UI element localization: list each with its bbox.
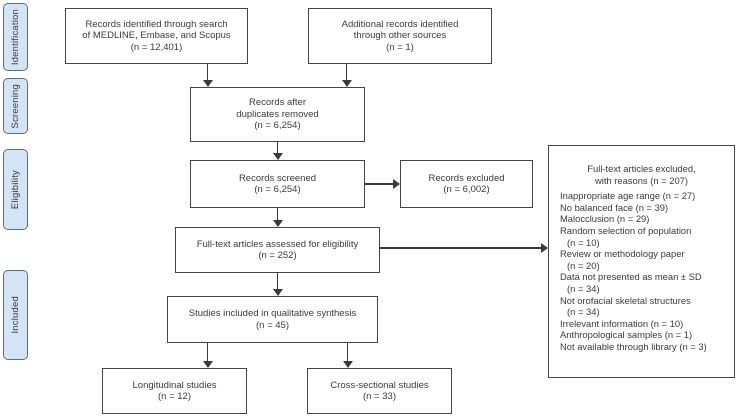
arrow-head-down-icon bbox=[202, 80, 213, 87]
box-text-line: (n = 6,002) bbox=[443, 184, 490, 195]
arrow-qualitative-to-crosssectional bbox=[342, 343, 353, 368]
box-text-line: (n = 33) bbox=[362, 391, 396, 402]
exclusion-reason: Irrelevant information (n = 10) bbox=[560, 317, 684, 329]
box-text-line: Additional records identified bbox=[341, 18, 459, 30]
box-after-duplicates-removed: Records after duplicates removed (n = 6,… bbox=[190, 87, 365, 142]
arrow-line bbox=[276, 273, 279, 290]
arrow-line bbox=[206, 64, 209, 81]
box-qualitative-synthesis: Studies included in qualitative synthesi… bbox=[167, 296, 378, 343]
box-records-excluded: Records excluded (n = 6,002) bbox=[400, 160, 533, 208]
box-records-screened: Records screened (n = 6,254) bbox=[190, 160, 365, 208]
arrow-head-down-icon bbox=[202, 361, 213, 368]
exclusion-reason: Malocclusion (n = 29) bbox=[560, 213, 650, 225]
arrow-line bbox=[346, 343, 349, 362]
arrow-other-to-duplicates bbox=[341, 64, 352, 87]
arrow-fulltext-to-reasons bbox=[380, 243, 548, 253]
box-text-line: Records identified through search bbox=[85, 18, 228, 30]
stage-label-text: Eligibility bbox=[10, 169, 21, 210]
box-fulltext-assessed: Full-text articles assessed for eligibil… bbox=[175, 227, 380, 273]
box-text-line: of MEDLINE, Embase, and Scopus bbox=[82, 30, 231, 42]
box-text-line: Studies included in qualitative synthesi… bbox=[188, 308, 357, 319]
stage-label-text: Screening bbox=[10, 83, 21, 129]
box-additional-records: Additional records identified through ot… bbox=[308, 8, 492, 64]
arrow-search-to-duplicates bbox=[202, 64, 213, 87]
box-text-line: Longitudinal studies bbox=[132, 379, 217, 391]
exclusion-heading-line: with reasons (n = 207) bbox=[594, 174, 689, 186]
arrow-screened-to-fulltext bbox=[272, 208, 283, 227]
exclusion-reason: Data not presented as mean ± SD (n = 34) bbox=[560, 271, 702, 294]
box-text-line: Cross-sectional studies bbox=[330, 379, 429, 391]
box-longitudinal-studies: Longitudinal studies (n = 12) bbox=[102, 368, 247, 414]
exclusion-reason: Random selection of population (n = 10) bbox=[560, 224, 692, 248]
box-cross-sectional-studies: Cross-sectional studies (n = 33) bbox=[307, 368, 452, 414]
arrow-line bbox=[276, 142, 279, 154]
arrow-line bbox=[345, 64, 348, 81]
exclusion-reason: Review or methodology paper (n = 20) bbox=[560, 248, 685, 271]
stage-label-identification: Identification bbox=[3, 3, 28, 71]
exclusion-heading: Full-text articles excluded, with reason… bbox=[549, 146, 734, 186]
box-text-line: (n = 45) bbox=[255, 319, 289, 331]
arrow-fulltext-to-qualitative bbox=[272, 273, 283, 296]
stage-label-included: Included bbox=[3, 270, 28, 360]
arrow-qualitative-to-longitudinal bbox=[202, 343, 213, 368]
arrow-head-right-icon bbox=[541, 243, 548, 253]
exclusion-reason: Anthropological samples (n = 1) bbox=[560, 329, 693, 341]
box-fulltext-excluded-reasons: Full-text articles excluded, with reason… bbox=[548, 145, 735, 378]
arrow-head-down-icon bbox=[272, 153, 283, 160]
box-text-line: Records after bbox=[248, 97, 307, 109]
exclusion-reason: Not available through library (n = 3) bbox=[560, 340, 707, 352]
box-text-line: Records excluded bbox=[428, 172, 505, 184]
box-text-line: (n = 12,401) bbox=[130, 41, 183, 53]
exclusion-reason-list: Inappropriate age range (n = 27) No bala… bbox=[549, 190, 734, 352]
box-text-line: Records screened bbox=[238, 172, 317, 184]
arrow-screened-to-excluded bbox=[365, 179, 400, 189]
stage-label-eligibility: Eligibility bbox=[3, 149, 28, 230]
stage-label-text: Identification bbox=[10, 8, 21, 66]
arrow-line bbox=[365, 183, 394, 185]
arrow-line bbox=[206, 343, 209, 362]
arrow-line bbox=[276, 208, 279, 221]
stage-label-text: Included bbox=[10, 296, 21, 334]
arrow-head-down-icon bbox=[342, 361, 353, 368]
exclusion-heading-line: Full-text articles excluded, bbox=[587, 163, 696, 174]
box-text-line: (n = 252) bbox=[258, 250, 297, 261]
exclusion-reason: No balanced face (n = 39) bbox=[560, 201, 669, 213]
arrow-duplicates-to-screened bbox=[272, 142, 283, 160]
stage-label-screening: Screening bbox=[3, 78, 28, 134]
box-text-line: (n = 6,254) bbox=[254, 120, 301, 132]
exclusion-reason: Inappropriate age range (n = 27) bbox=[560, 190, 696, 202]
box-text-line: duplicates removed bbox=[236, 108, 319, 120]
arrow-line bbox=[380, 247, 542, 249]
exclusion-reason: Not orofacial skeletal structures (n = 3… bbox=[560, 294, 691, 318]
box-text-line: (n = 6,254) bbox=[254, 184, 301, 195]
box-text-line: (n = 1) bbox=[386, 41, 414, 53]
arrow-head-down-icon bbox=[272, 289, 283, 296]
arrow-head-down-icon bbox=[272, 220, 283, 227]
box-text-line: (n = 12) bbox=[157, 391, 191, 402]
arrow-head-down-icon bbox=[341, 80, 352, 87]
box-text-line: Full-text articles assessed for eligibil… bbox=[196, 238, 359, 250]
box-records-identified-search: Records identified through search of MED… bbox=[65, 8, 248, 64]
box-text-line: through other sources bbox=[353, 30, 447, 42]
arrow-head-right-icon bbox=[393, 179, 400, 189]
